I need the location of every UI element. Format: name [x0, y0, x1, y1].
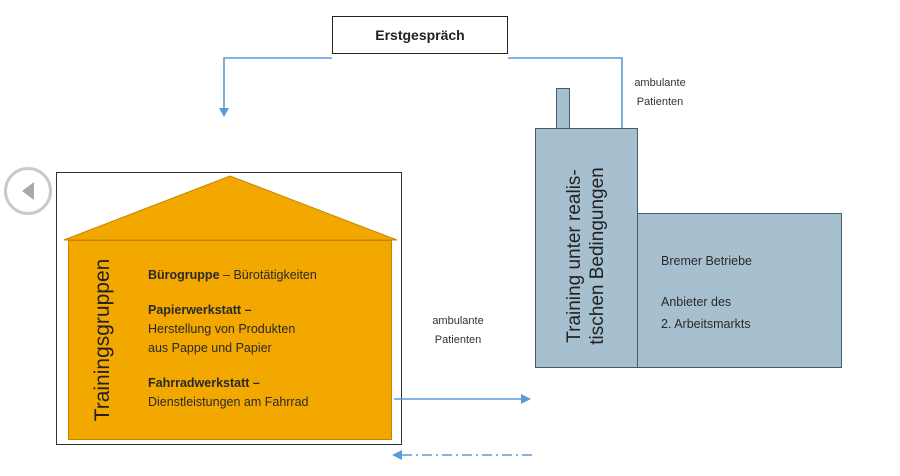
arrow-house-to-building-head	[521, 394, 531, 404]
group-name: Bürogruppe	[148, 268, 220, 282]
arrow-to-house	[223, 57, 332, 110]
training-realistisch-label: Training unter realis- tischen Bedingung…	[564, 167, 608, 345]
arrow-to-house-head	[219, 108, 229, 117]
anbieter-label-line2: 2. Arbeitsmarkts	[661, 317, 751, 331]
group-papierwerkstatt: Papierwerkstatt – Herstellung von Produk…	[148, 301, 295, 358]
arrow-return-dashed-head	[392, 450, 402, 460]
building-wing	[637, 213, 842, 368]
note-ambulante-top: ambulante Patienten	[634, 77, 686, 108]
building-main	[535, 128, 638, 368]
group-name: Fahrradwerkstatt –	[148, 376, 260, 390]
group-description: Dienstleistungen am Fahrrad	[148, 395, 309, 409]
group-description: Bürotätigkeiten	[233, 268, 317, 282]
note-ambulante-middle: ambulante Patienten	[432, 315, 484, 346]
anbieter-label-line1: Anbieter des	[661, 295, 732, 309]
group-fahrradwerkstatt: Fahrradwerkstatt – Dienstleistungen am F…	[148, 374, 309, 412]
group-description: aus Pappe und Papier	[148, 341, 272, 355]
trainingsgruppen-label: Trainingsgruppen	[91, 258, 114, 422]
building-chimney	[556, 88, 570, 129]
group-name: Papierwerkstatt –	[148, 303, 252, 317]
left-triangle-icon	[22, 182, 34, 200]
back-button[interactable]	[4, 167, 52, 215]
group-description: Herstellung von Produkten	[148, 322, 296, 336]
erstgespraech-label: Erstgespräch	[375, 27, 465, 43]
house-body	[68, 240, 392, 440]
bremer-betriebe-label: Bremer Betriebe	[661, 254, 753, 268]
erstgespraech-box: Erstgespräch	[332, 16, 508, 54]
group-buerogruppe: Bürogruppe – Bürotätigkeiten	[148, 268, 317, 282]
